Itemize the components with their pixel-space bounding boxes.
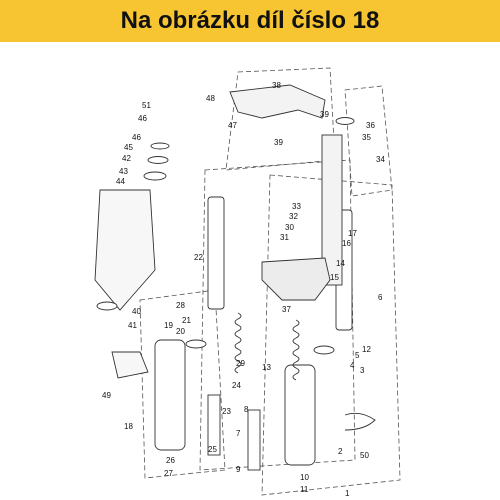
callout-39b: 39 — [274, 138, 283, 147]
callout-19: 19 — [164, 321, 173, 330]
banner-title: Na obrázku díl číslo 18 — [120, 7, 380, 34]
washer-stack-3 — [143, 171, 167, 181]
callout-50: 50 — [360, 451, 369, 460]
callout-15: 15 — [330, 273, 339, 282]
callout-42: 42 — [122, 154, 131, 163]
exploded-parts-diagram: 1 2 3 4 5 6 7 8 9 10 11 12 13 14 15 16 1… — [94, 67, 401, 498]
callout-14: 14 — [336, 259, 345, 268]
callout-11: 11 — [300, 485, 309, 494]
frame-right-fork-assembly — [261, 174, 401, 496]
parts-group — [94, 84, 376, 471]
callout-3: 3 — [360, 366, 365, 375]
damper-rod-right — [247, 409, 261, 471]
callout-18: 18 — [124, 422, 133, 431]
callout-37: 37 — [282, 305, 291, 314]
callout-46a: 46 — [138, 114, 147, 123]
callout-29: 29 — [236, 359, 245, 368]
spring-right — [292, 319, 300, 381]
callout-9: 9 — [236, 465, 241, 474]
callout-24: 24 — [232, 381, 241, 390]
callout-5: 5 — [355, 351, 360, 360]
bearing-race-lower — [96, 301, 118, 311]
steering-shaft — [321, 134, 343, 286]
spring-left — [234, 312, 242, 374]
oil-seal-right — [313, 345, 335, 355]
callout-48: 48 — [206, 94, 215, 103]
damper-rod-left — [207, 394, 221, 456]
callout-34: 34 — [376, 155, 385, 164]
callout-31: 31 — [280, 233, 289, 242]
callout-1: 1 — [345, 489, 350, 498]
head-pipe-frame — [94, 189, 156, 311]
callout-28: 28 — [176, 301, 185, 310]
callout-40: 40 — [132, 307, 141, 316]
part-callouts: 1 2 3 4 5 6 7 8 9 10 11 12 13 14 15 16 1… — [102, 81, 385, 498]
brake-hose-bracket — [111, 351, 149, 379]
callout-12: 12 — [362, 345, 371, 354]
callout-47: 47 — [228, 121, 237, 130]
callout-20: 20 — [176, 327, 185, 336]
callout-17: 17 — [348, 229, 357, 238]
callout-41: 41 — [128, 321, 137, 330]
callout-46b: 46 — [132, 133, 141, 142]
callout-10: 10 — [300, 473, 309, 482]
fork-tube-left — [207, 196, 225, 310]
callout-2: 2 — [338, 447, 343, 456]
callout-25: 25 — [208, 445, 217, 454]
callout-36: 36 — [366, 121, 375, 130]
upper-bracket — [229, 84, 326, 119]
callout-49: 49 — [102, 391, 111, 400]
callout-39a: 39 — [320, 110, 329, 119]
title-banner: Na obrázku díl číslo 18 — [0, 0, 500, 42]
callout-21: 21 — [182, 316, 191, 325]
bearing-race-top — [335, 117, 355, 125]
fork-slider-right — [284, 364, 316, 466]
callout-22: 22 — [194, 253, 203, 262]
under-bracket — [261, 257, 331, 301]
callout-45: 45 — [124, 143, 133, 152]
callout-30: 30 — [285, 223, 294, 232]
callout-33: 33 — [292, 202, 301, 211]
callout-6: 6 — [378, 293, 383, 302]
frame-left-fork-assembly — [199, 159, 356, 471]
frame-outer-left — [139, 289, 226, 479]
callout-23: 23 — [222, 407, 231, 416]
callout-13: 13 — [262, 363, 271, 372]
callout-35: 35 — [362, 133, 371, 142]
callout-4: 4 — [350, 361, 355, 370]
washer-stack-1 — [150, 142, 170, 150]
callout-51: 51 — [142, 101, 151, 110]
callout-38: 38 — [272, 81, 281, 90]
callout-32: 32 — [289, 212, 298, 221]
callout-26: 26 — [166, 456, 175, 465]
callout-8: 8 — [244, 405, 249, 414]
callout-27: 27 — [164, 469, 173, 478]
callout-43: 43 — [119, 167, 128, 176]
callout-16: 16 — [342, 239, 351, 248]
callout-7: 7 — [236, 429, 241, 438]
washer-stack-2 — [147, 156, 169, 164]
wire-clamp — [344, 412, 376, 431]
fork-slider-left — [154, 339, 186, 451]
oil-seal-left — [185, 339, 207, 349]
callout-44: 44 — [116, 177, 125, 186]
